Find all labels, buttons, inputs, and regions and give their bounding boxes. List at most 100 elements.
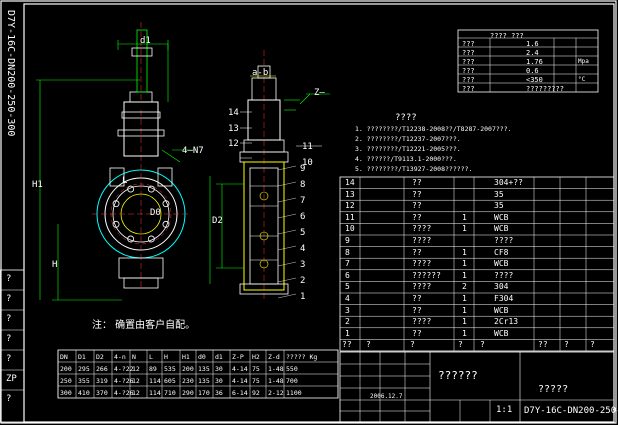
dim-cell: 295 xyxy=(78,365,90,373)
dim-header-cell: H2 xyxy=(252,353,260,361)
part-no: 1 xyxy=(345,328,350,338)
part-material: WCB xyxy=(494,224,509,234)
balloon-r1: 1 xyxy=(300,292,306,302)
dim-cell: 12 xyxy=(132,365,140,373)
left-block-cell: ? xyxy=(6,394,12,404)
dim-cell: 75 xyxy=(252,377,260,385)
dim-header-cell: H1 xyxy=(182,353,190,361)
balloon-b2: 13 xyxy=(228,124,239,134)
dim-cell: 410 xyxy=(78,389,90,397)
date-value: 2006.12.7 xyxy=(370,393,403,400)
part-name: ?? xyxy=(412,294,422,303)
perf-value: 0.6 xyxy=(526,67,539,75)
part-material: 304+?? xyxy=(494,178,523,187)
part-material: 35 xyxy=(494,189,504,199)
left-block-cell: ? xyxy=(6,314,12,324)
parts-header-cell: ? xyxy=(480,340,485,350)
part-no: 2 xyxy=(345,317,350,327)
dim-cell: 12 xyxy=(132,389,140,397)
dim-header-cell: d1 xyxy=(215,353,223,361)
balloon-r6: 6 xyxy=(300,212,306,222)
part-name: ?? xyxy=(412,178,422,187)
dim-cell: 170 xyxy=(198,389,210,397)
balloon-nm: 4—N7 xyxy=(182,146,204,156)
dim-header-cell: H xyxy=(164,353,168,361)
part-material: WCB xyxy=(494,212,509,222)
dim-cell: 6-14 xyxy=(232,389,248,397)
part-qty: 1 xyxy=(462,224,467,234)
dim-cell: 266 xyxy=(96,365,108,373)
dim-cell: 89 xyxy=(149,365,157,373)
part-qty: 1 xyxy=(462,247,467,257)
balloon-L: L xyxy=(122,176,128,186)
part-material: WCB xyxy=(494,328,509,338)
company-name: ????? xyxy=(538,384,569,395)
perf-unit: Mpa xyxy=(578,58,589,65)
balloon-z: Z— xyxy=(314,88,325,98)
part-material: 35 xyxy=(494,201,504,211)
part-material: WCB xyxy=(494,259,509,269)
part-no: 4 xyxy=(345,294,350,303)
part-qty: 2 xyxy=(462,282,467,292)
perf-label: ??? xyxy=(462,67,475,75)
tech-req-item: 5. ????????/T13927-2008??????. xyxy=(355,165,473,173)
balloon-D0: D0 xyxy=(150,208,161,218)
part-no: 10 xyxy=(345,224,355,234)
part-qty: 1 xyxy=(462,259,467,269)
balloon-r2: 2 xyxy=(300,276,306,286)
left-block-cell: ? xyxy=(6,294,12,304)
part-qty: 1 xyxy=(462,294,467,303)
part-no: 11 xyxy=(345,212,355,222)
part-name: ???? xyxy=(412,282,432,292)
tech-req-item: 1. ????????/T12238-2008??/T8287-2007???. xyxy=(355,125,512,133)
perf-value: 1.6 xyxy=(526,40,539,48)
left-block-cell: ? xyxy=(6,274,12,284)
dim-header-cell: N xyxy=(132,353,136,361)
dim-cell: 36 xyxy=(215,389,223,397)
balloon-r9: 9 xyxy=(300,164,306,174)
part-qty: 1 xyxy=(462,328,467,338)
dim-cell: 92 xyxy=(252,389,260,397)
tech-req-item: 4. ??????/T9113.1-2000???. xyxy=(355,155,457,163)
dim-cell: 710 xyxy=(164,389,176,397)
part-name: ?? xyxy=(412,189,422,199)
part-name: ?????? xyxy=(412,270,441,280)
part-no: 5 xyxy=(345,282,350,292)
scale-value: 1:1 xyxy=(496,405,513,415)
dim-cell: 200 xyxy=(60,365,72,373)
balloon-r3: 3 xyxy=(300,260,306,270)
part-no: 9 xyxy=(345,236,350,245)
balloon-b3: 12 xyxy=(228,139,239,149)
balloon-ab: a-b xyxy=(252,68,269,78)
dim-cell: 12 xyxy=(132,377,140,385)
dim-cell: 4-?26 xyxy=(114,389,134,397)
dim-header-cell: DN xyxy=(60,353,68,361)
balloon-H1: H1 xyxy=(32,180,43,190)
part-qty: 1 xyxy=(462,270,467,280)
part-no: 8 xyxy=(345,247,350,257)
dim-cell: 370 xyxy=(96,389,108,397)
perf-value: 1.76 xyxy=(526,58,543,66)
dim-header-cell: 4-n xyxy=(114,353,126,361)
parts-header-cell: ? xyxy=(410,340,415,350)
balloon-b5: 10 xyxy=(302,158,313,168)
part-material: F304 xyxy=(494,294,514,303)
dim-cell: 135 xyxy=(198,377,210,385)
part-name: ?? xyxy=(412,201,422,211)
left-block-cell: ? xyxy=(6,354,12,364)
balloon-D2: D2 xyxy=(212,216,223,226)
dim-cell: 4-14 xyxy=(232,377,248,385)
part-name: ?? xyxy=(412,247,422,257)
dim-header-cell: Z-d xyxy=(268,353,280,361)
parts-header-cell: ?? xyxy=(538,340,548,350)
part-name: ?? xyxy=(412,212,422,222)
dim-cell: 4-?26 xyxy=(114,377,134,385)
balloon-r7: 7 xyxy=(300,196,306,206)
balloon-H: H xyxy=(52,260,58,270)
dim-cell: 290 xyxy=(182,389,194,397)
part-material: WCB xyxy=(494,305,509,315)
dim-cell: 200 xyxy=(182,365,194,373)
balloon-d1: d1 xyxy=(140,36,151,46)
dim-cell: 4-?22 xyxy=(114,365,134,373)
